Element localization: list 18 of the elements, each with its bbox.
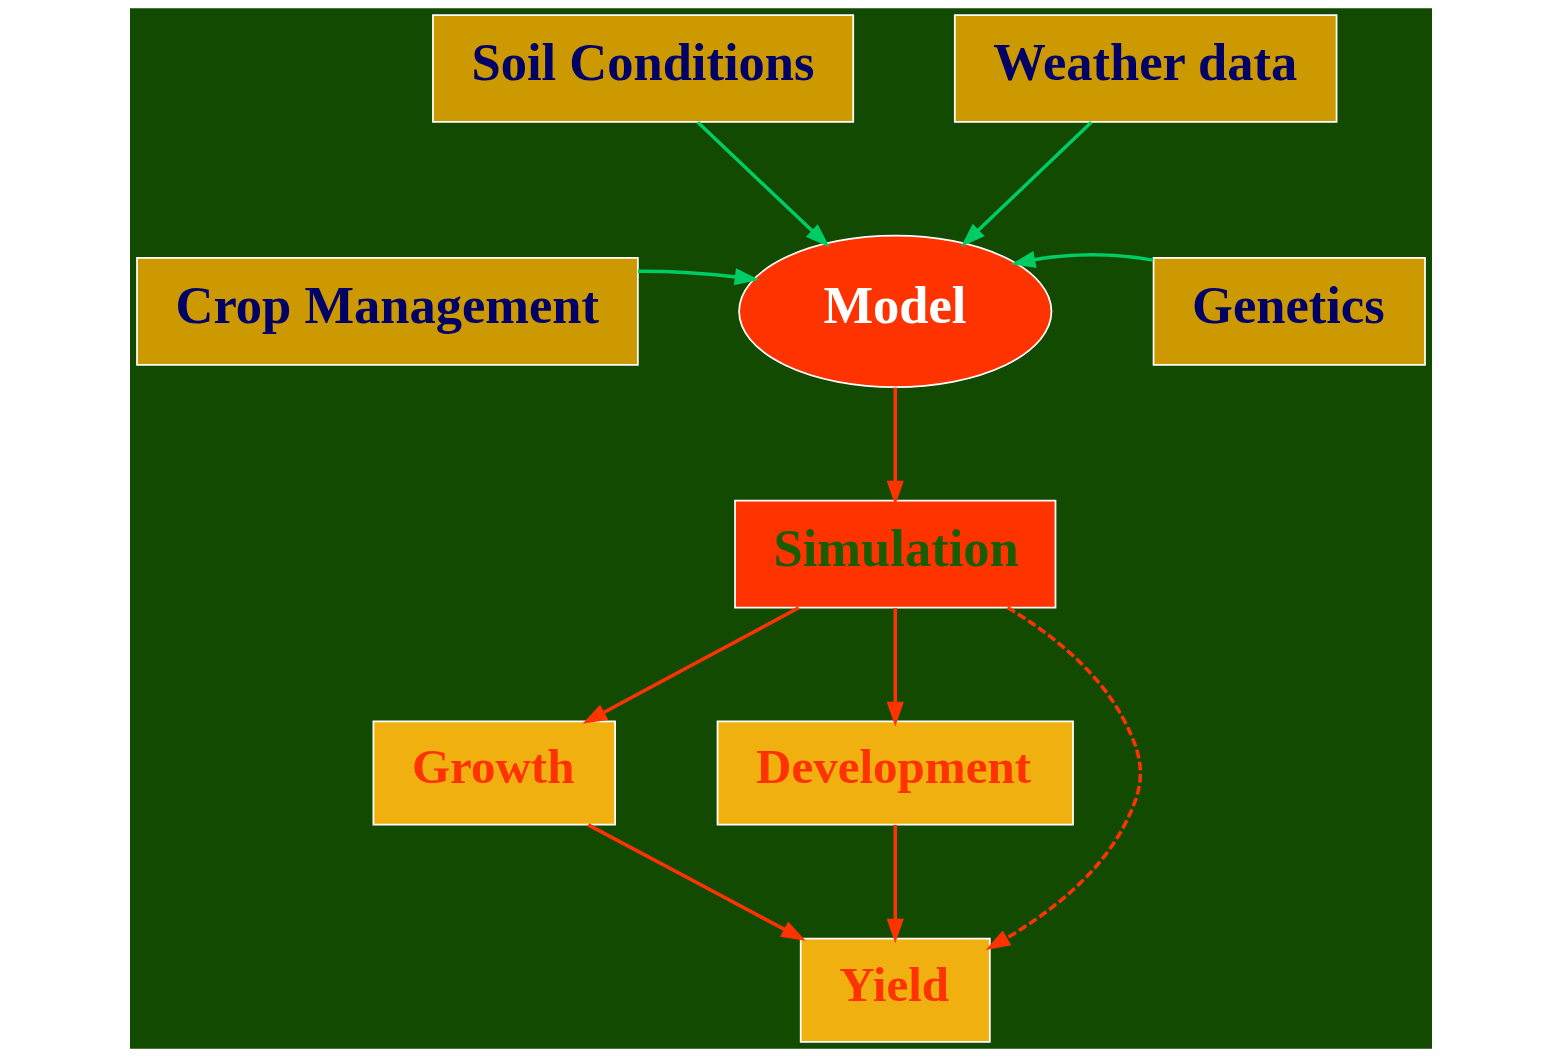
node-box: Weather data [953,14,1338,123]
node-box: Development [716,720,1074,826]
node-ellipse: Model [738,234,1053,388]
node-box: Simulation [734,499,1057,609]
arrow [985,606,1143,950]
node-box: Genetics [1152,257,1426,366]
arrow [960,121,1093,247]
arrow [1010,251,1154,268]
arrow [696,121,830,248]
arrow [587,823,806,941]
node-box: Soil Conditions [432,14,855,123]
arrow [582,606,800,724]
node-box: Growth [372,720,616,826]
node-box: Crop Management [136,257,639,366]
arrow [637,268,760,286]
arrow [886,608,904,727]
arrow [886,824,904,944]
node-box: Yield [799,937,991,1043]
